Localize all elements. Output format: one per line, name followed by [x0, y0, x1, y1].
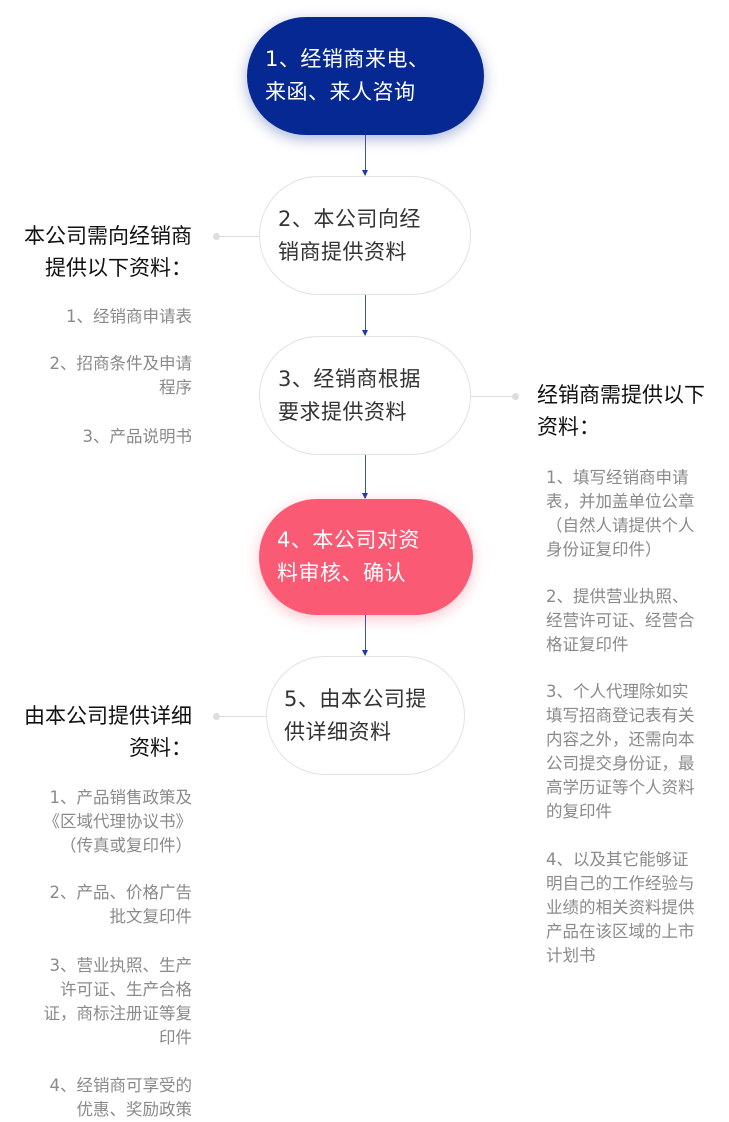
list-item: 1、经销商申请表	[66, 307, 192, 326]
step-label: 2、本公司向经 销商提供资料	[278, 206, 421, 264]
list-item: 2、招商条件及申请 程序	[49, 354, 193, 397]
step-label: 3、经销商根据 要求提供资料	[278, 366, 421, 424]
dealer-provides-heading: 经销商需提供以下 资料：	[537, 383, 705, 439]
list-item: 2、产品、价格广告 批文复印件	[49, 883, 193, 926]
flow-arrow	[362, 615, 368, 656]
company-provides-heading: 本公司需向经销商 提供以下资料：	[24, 224, 192, 280]
list-item: 3、个人代理除如实 填写招商登记表有关 内容之外，还需向本 公司提交身份证，最 …	[546, 682, 695, 821]
step-2-company-provides: 2、本公司向经 销商提供资料	[259, 176, 471, 295]
list-item: 4、经销商可享受的 优惠、奖励政策	[49, 1076, 193, 1119]
step-4-review: 4、本公司对资 料审核、确认	[259, 499, 473, 615]
list-item: 2、提供营业执照、 经营许可证、经营合 格证复印件	[546, 587, 695, 654]
connector-dot	[213, 233, 220, 240]
flow-arrow	[362, 455, 368, 499]
step-1-inquiry: 1、经销商来电、 来函、来人咨询	[247, 17, 484, 135]
step-5-detailed-info: 5、由本公司提 供详细资料	[266, 656, 465, 775]
connector-line	[220, 716, 266, 717]
step-label: 5、由本公司提 供详细资料	[284, 686, 427, 744]
step-3-dealer-provides: 3、经销商根据 要求提供资料	[259, 336, 471, 455]
connector-line	[220, 236, 259, 237]
list-item: 3、营业执照、生产 许可证、生产合格 证，商标注册证等复 印件	[43, 956, 193, 1047]
connector-line	[471, 396, 515, 397]
flow-arrow	[362, 135, 368, 176]
step-label: 4、本公司对资 料审核、确认	[277, 528, 420, 585]
step-label: 1、经销商来电、 来函、来人咨询	[265, 47, 430, 104]
connector-dot	[512, 393, 519, 400]
list-item: 1、产品销售政策及 《区域代理协议书》 （传真或复印件）	[43, 788, 193, 855]
connector-dot	[213, 713, 220, 720]
detailed-info-heading: 由本公司提供详细 资料：	[24, 704, 192, 760]
list-item: 1、填写经销商申请 表，并加盖单位公章 （自然人请提供个人 身份证复印件）	[546, 468, 695, 559]
flow-arrow	[362, 295, 368, 336]
list-item: 3、产品说明书	[82, 427, 193, 446]
list-item: 4、以及其它能够证 明自己的工作经验与 业绩的相关资料提供 产品在该区域的上市 …	[546, 850, 695, 965]
